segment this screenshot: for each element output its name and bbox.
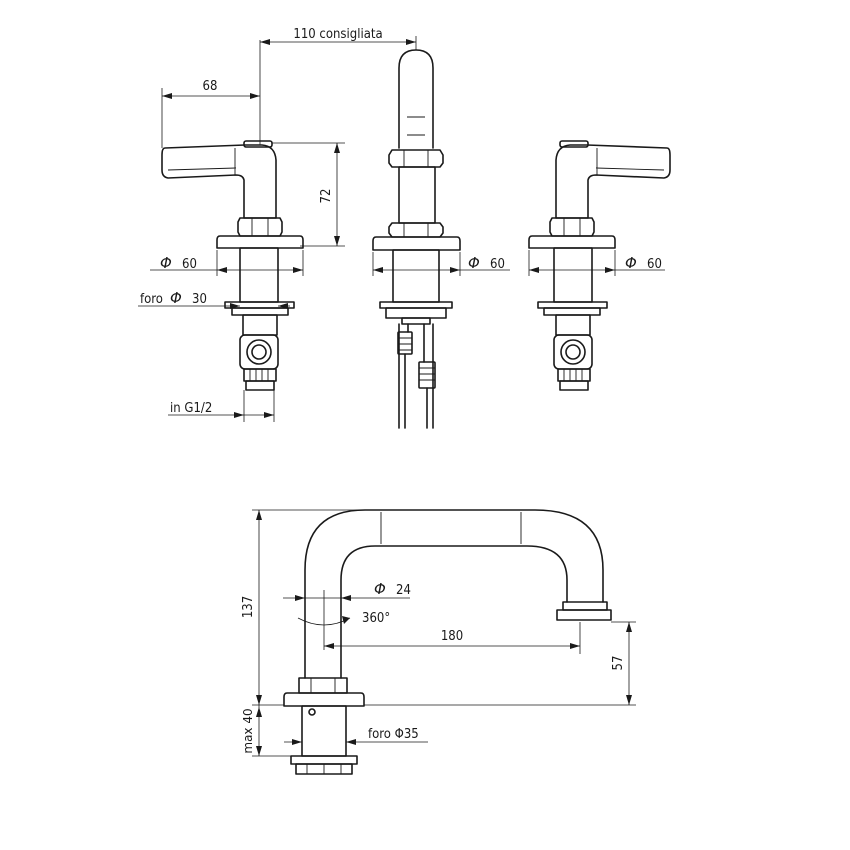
diameter-symbol: Φ <box>160 254 172 272</box>
spout-side-view: 360° Φ 24 180 57 137 max 40 <box>241 509 636 775</box>
diameter-symbol: Φ <box>468 254 480 272</box>
dim-deck-thickness: max 40 <box>241 708 255 753</box>
right-handle-valve: Φ 60 <box>528 140 671 391</box>
dim-flange-dia-left: 60 <box>182 257 197 272</box>
center-spout-front: 110 consigliata Φ 60 <box>260 27 510 429</box>
dim-thread: in G1/2 <box>170 401 212 416</box>
dim-outlet-height: 57 <box>611 656 626 671</box>
dim-pipe-dia: 24 <box>396 583 411 598</box>
diameter-symbol: Φ <box>374 580 386 598</box>
dim-hole-value: 30 <box>192 292 207 307</box>
dim-flange-dia-right: 60 <box>647 257 662 272</box>
dim-rotation: 360° <box>362 611 390 626</box>
dim-handle-reach: 68 <box>203 79 218 94</box>
dim-spout-spacing: 110 consigliata <box>293 27 382 42</box>
left-handle-valve: 68 72 Φ 60 foro Φ 30 in G1/2 <box>138 40 345 422</box>
dim-flange-dia-center: 60 <box>490 257 505 272</box>
dim-spout-height: 137 <box>241 596 256 618</box>
diameter-symbol: Φ <box>625 254 637 272</box>
dim-spout-reach: 180 <box>441 629 463 644</box>
dim-handle-height: 72 <box>319 189 334 204</box>
dim-hole-label: foro <box>140 292 163 307</box>
diameter-symbol: Φ <box>170 289 182 307</box>
dim-spout-hole: foro Φ35 <box>368 727 419 742</box>
